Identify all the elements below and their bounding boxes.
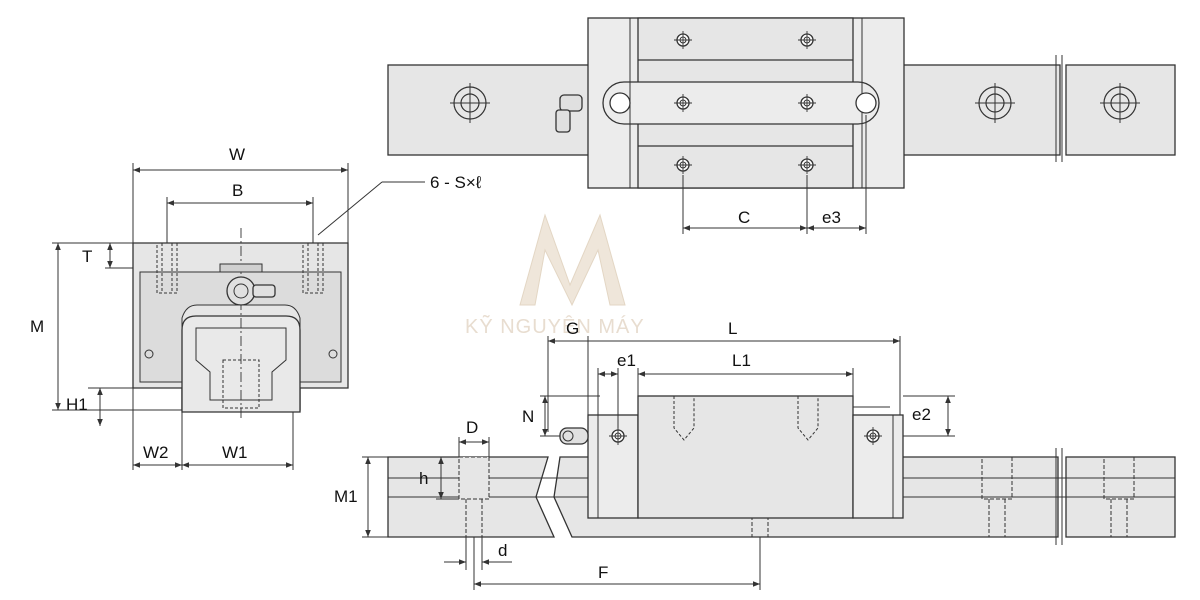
dim-label-l: L (728, 319, 737, 338)
front-grease-nipple-icon (226, 276, 276, 306)
top-view (387, 17, 1176, 234)
dim-label-h: h (419, 469, 428, 488)
dim-label-h1: H1 (66, 395, 88, 414)
dim-label-w1: W1 (222, 443, 248, 462)
dim-label-tapped-holes: 6 - S×ℓ (430, 173, 482, 192)
dim-label-e2: e2 (912, 405, 931, 424)
dim-label-e1: e1 (617, 351, 636, 370)
side-grease-nipple-icon (559, 427, 589, 445)
dim-label-l1: L1 (732, 351, 751, 370)
side-view (362, 336, 1176, 590)
counterbore-hole (458, 456, 490, 537)
dim-label-c: C (738, 208, 750, 227)
side-carriage-end-right (852, 414, 904, 519)
front-view (52, 163, 425, 470)
dim-label-b: B (232, 181, 243, 200)
dim-label-m1: M1 (334, 487, 358, 506)
dim-label-w: W (229, 145, 245, 164)
side-carriage-body (637, 395, 854, 519)
grease-nipple-icon (555, 94, 583, 133)
dim-label-n: N (522, 407, 534, 426)
side-carriage-end-left (587, 414, 639, 519)
dim-label-d-lower: d (498, 541, 507, 560)
dim-label-f: F (598, 563, 608, 582)
dim-label-e3: e3 (822, 208, 841, 227)
watermark-text: KỸ NGUYÊN MÁY (465, 314, 645, 338)
dim-label-g: G (566, 319, 579, 338)
dim-label-w2: W2 (143, 443, 169, 462)
dim-label-m: M (30, 317, 44, 336)
dim-label-t: T (82, 247, 92, 266)
watermark-logo: KỸ NGUYÊN MÁY (465, 213, 645, 338)
dim-label-d-upper: D (466, 418, 478, 437)
